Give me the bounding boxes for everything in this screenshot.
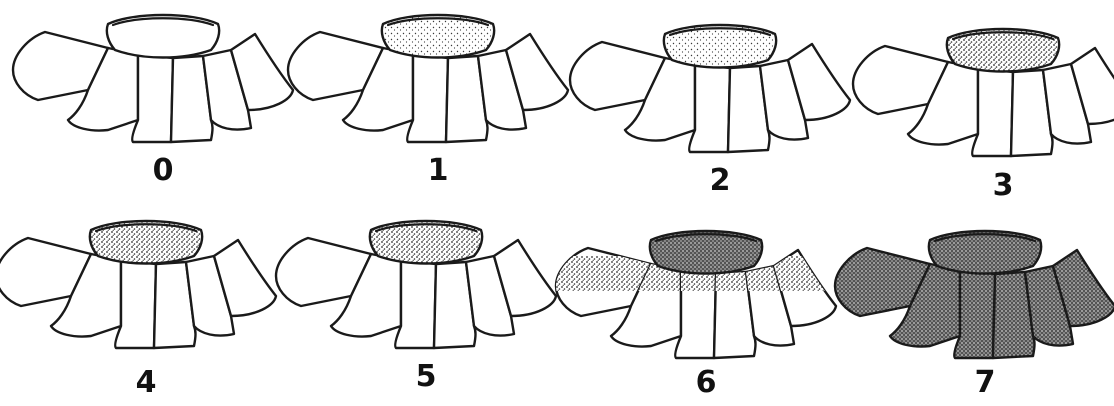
- stage-label-5: 5: [416, 359, 437, 394]
- petal-4-3: [115, 260, 156, 348]
- petal-1-3: [407, 54, 448, 142]
- stage-label-3: 3: [993, 168, 1014, 203]
- stage-label-0: 0: [153, 153, 174, 188]
- stage-label-7: 7: [975, 365, 996, 400]
- petal-3-3: [972, 68, 1013, 156]
- stage-figure-6: [546, 231, 866, 358]
- stage-label-1: 1: [428, 153, 449, 188]
- stage-figure-5: [276, 221, 556, 348]
- petal-2-3: [689, 64, 730, 152]
- stage-figure-0: [13, 15, 293, 142]
- stage-figure-4: [0, 221, 276, 348]
- petal-5-3: [395, 260, 436, 348]
- stage-figure-3: [853, 29, 1114, 156]
- stage-label-4: 4: [136, 365, 157, 400]
- stage-label-6: 6: [696, 365, 717, 400]
- stage-figure-2: [570, 25, 850, 152]
- stage-label-2: 2: [710, 163, 731, 198]
- stage-figure-7: [835, 231, 1114, 358]
- petal-7-3: [954, 270, 995, 358]
- petal-0-3: [132, 54, 173, 142]
- stage-figure-1: [288, 15, 568, 142]
